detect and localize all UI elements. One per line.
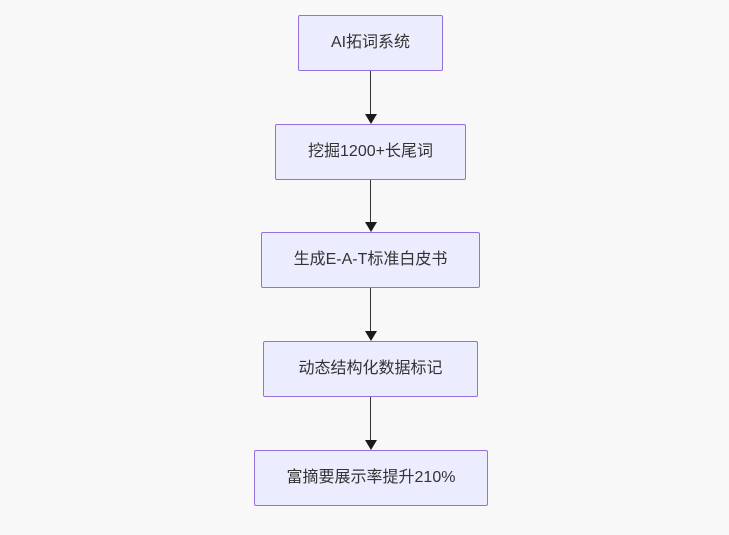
arrowhead-down-icon (364, 331, 377, 341)
flowchart-node-longtail-mining: 挖掘1200+长尾词 (275, 124, 466, 180)
arrowhead-down-icon (364, 222, 377, 232)
flowchart-node-label: AI拓词系统 (330, 34, 411, 52)
flowchart-node-eat-whitepaper: 生成E-A-T标准白皮书 (261, 232, 480, 288)
edge-line (369, 71, 372, 115)
flowchart-node-label: 挖掘1200+长尾词 (308, 143, 433, 161)
flowchart-edge (364, 397, 377, 450)
flowchart-node-ai-expansion: AI拓词系统 (298, 15, 443, 71)
flowchart-node-rich-snippet-result: 富摘要展示率提升210% (254, 450, 488, 506)
flowchart-node-structured-data: 动态结构化数据标记 (263, 341, 478, 397)
flowchart-edge (364, 180, 377, 232)
edge-line (369, 397, 372, 441)
flowchart-edge (364, 288, 377, 341)
edge-line (369, 288, 372, 332)
arrowhead-down-icon (364, 114, 377, 124)
flowchart-node-label: 富摘要展示率提升210% (286, 469, 456, 487)
flowchart-node-label: 生成E-A-T标准白皮书 (293, 251, 448, 269)
flowchart-node-label: 动态结构化数据标记 (298, 360, 443, 378)
arrowhead-down-icon (364, 440, 377, 450)
edge-line (369, 180, 372, 223)
flowchart-edge (364, 71, 377, 124)
